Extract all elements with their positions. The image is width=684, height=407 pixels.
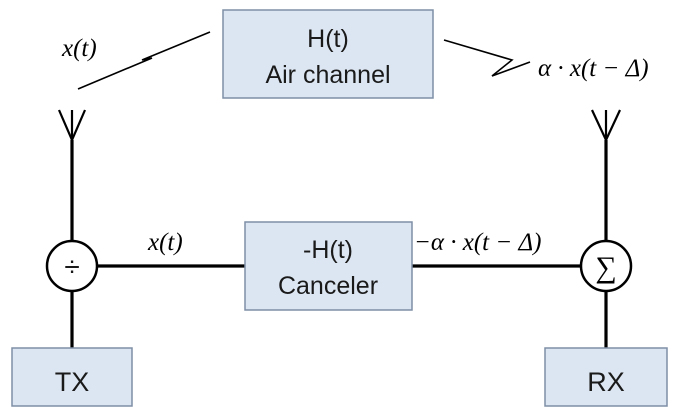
rx-wireless-link bbox=[443, 39, 531, 77]
air-channel-title: H(t) bbox=[307, 25, 349, 53]
tx-wire-signal-label: x(t) bbox=[147, 229, 183, 256]
air-channel-subtitle: Air channel bbox=[265, 61, 390, 89]
rx-block: RX bbox=[544, 347, 668, 407]
tx-antenna-icon bbox=[57, 109, 87, 143]
rx-antenna-icon bbox=[591, 109, 621, 143]
tx-air-signal-label: x(t) bbox=[61, 35, 97, 62]
summer-node: ∑ bbox=[579, 239, 633, 293]
rx-air-signal-label: α · x(t − Δ) bbox=[538, 55, 649, 82]
canceler-block: -H(t) Canceler bbox=[244, 221, 413, 311]
sum-icon: ∑ bbox=[595, 251, 616, 284]
canceler-subtitle: Canceler bbox=[278, 272, 378, 300]
tx-wireless-link bbox=[77, 31, 211, 90]
air-channel-block: H(t) Air channel bbox=[222, 9, 434, 99]
tx-label: TX bbox=[55, 367, 90, 397]
rx-label: RX bbox=[587, 367, 625, 397]
cancel-signal-label: −α · x(t − Δ) bbox=[414, 229, 541, 256]
splitter-node: ÷ bbox=[45, 239, 99, 293]
canceler-title: -H(t) bbox=[303, 236, 353, 264]
tx-block: TX bbox=[11, 347, 133, 407]
divide-icon: ÷ bbox=[64, 251, 79, 282]
